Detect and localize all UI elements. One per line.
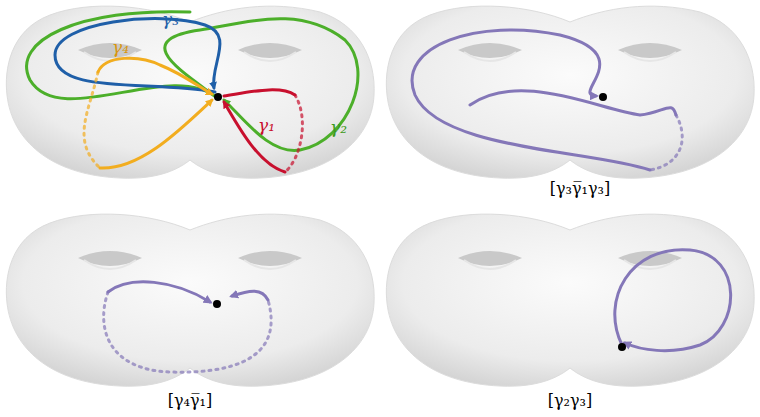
panel-caption: [γ₂γ₃] (548, 392, 592, 410)
curve-label: γ₄ (112, 38, 129, 57)
panel-caption: [γ₃γ̅₁γ₃] (550, 180, 610, 198)
curve-label: γ₂ (330, 118, 347, 137)
curve-label: γ₁ (258, 116, 275, 135)
panel-caption: [γ₄γ̅₁] (168, 392, 212, 410)
curve-label: γ₃ (162, 10, 179, 29)
